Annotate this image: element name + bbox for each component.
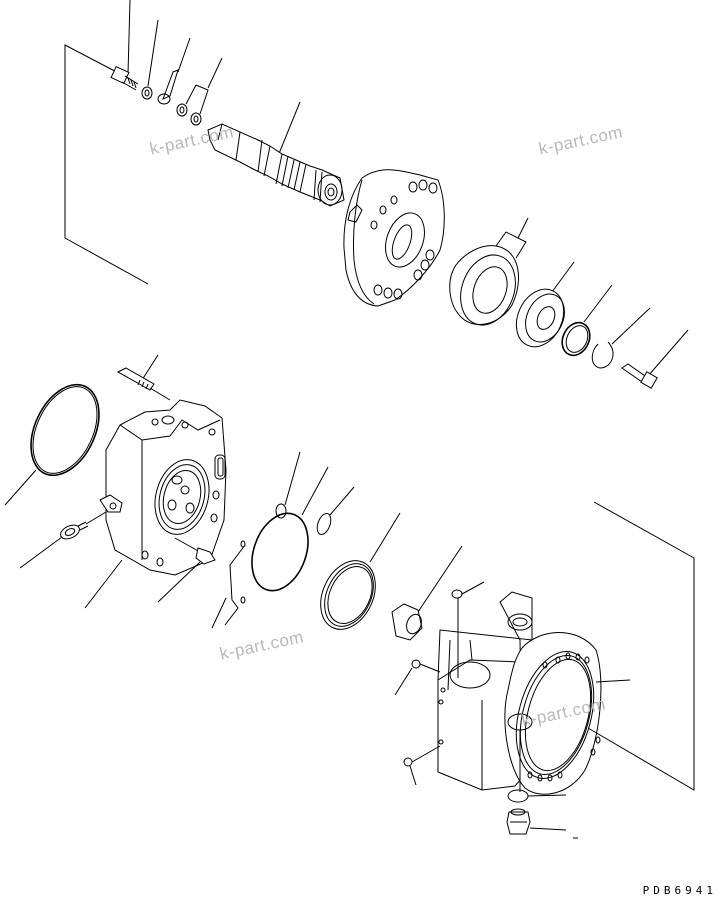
valve-housing xyxy=(99,399,227,576)
seal-carrier xyxy=(449,217,529,326)
bolt-top xyxy=(110,0,139,91)
bearing xyxy=(515,261,575,348)
end-cover xyxy=(343,169,445,307)
o-ring-mid xyxy=(251,466,329,592)
washer-pair xyxy=(176,57,223,126)
bushing xyxy=(391,545,463,641)
assembly-bracket-top xyxy=(64,44,149,285)
leader-valve-housing xyxy=(84,559,123,609)
o-ring-large xyxy=(4,383,100,506)
plug-side xyxy=(394,659,441,696)
plug-lower xyxy=(403,745,441,786)
seal-oval xyxy=(316,486,355,536)
snap-ring-1 xyxy=(561,284,613,357)
bolt-housing xyxy=(116,354,171,401)
gasket-plate xyxy=(211,540,246,629)
main-case xyxy=(437,591,602,795)
o-ring-drain xyxy=(507,789,567,803)
snap-ring-2 xyxy=(591,307,651,369)
drawing-code: PDB6941 xyxy=(642,884,717,897)
o-ring-small xyxy=(275,451,301,519)
drain-plug xyxy=(506,808,578,839)
dowel-pin xyxy=(157,537,216,603)
plug-top xyxy=(451,581,485,678)
washer-1 xyxy=(141,19,159,100)
shaft xyxy=(207,101,345,207)
eye-bolt xyxy=(19,511,107,569)
ring-seal xyxy=(320,512,401,630)
bolt-right xyxy=(621,329,689,389)
lock-plate xyxy=(157,37,191,105)
case-leaders xyxy=(587,501,695,791)
